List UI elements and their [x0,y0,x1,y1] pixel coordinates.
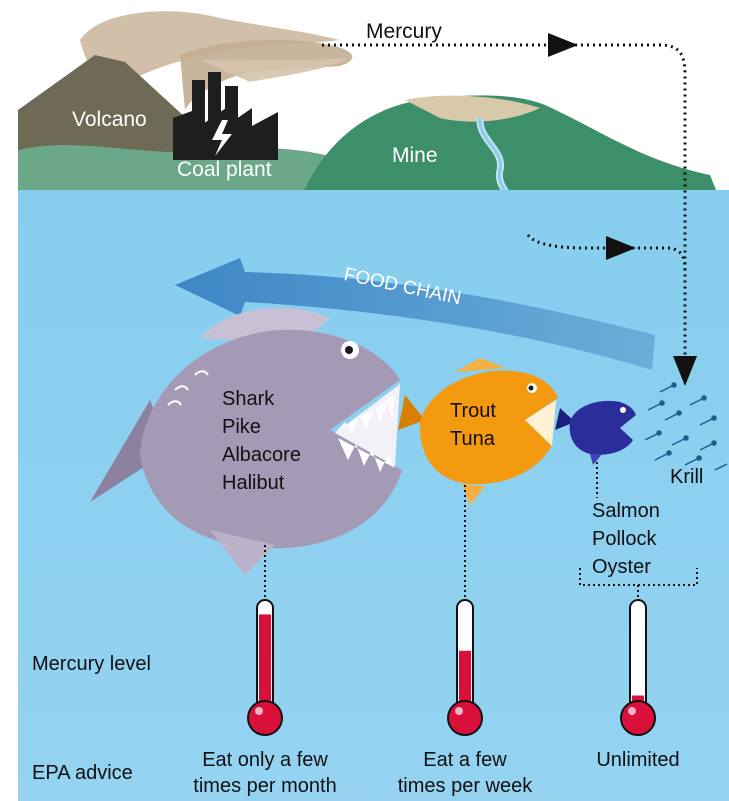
advice-large-line2: times per month [193,775,336,797]
volcano-label: Volcano [72,108,147,131]
epa-advice-row-label: EPA advice [32,762,133,784]
mine-label: Mine [392,144,438,167]
small-fish-name: Oyster [592,556,651,578]
medium-fish-name: Trout [450,400,496,422]
mercury-label: Mercury [366,20,442,43]
advice-small: Unlimited [596,749,679,771]
advice-large-line1: Eat only a few [202,749,328,771]
advice-medium-line1: Eat a few [423,749,507,771]
mercury-level-row-label: Mercury level [32,653,151,675]
large-fish-name: Halibut [222,472,285,494]
large-fish-name: Shark [222,388,275,410]
large-fish-name: Albacore [222,444,301,466]
advice-medium-line2: times per week [398,775,533,797]
krill-label: Krill [670,466,703,488]
medium-fish-name: Tuna [450,428,496,450]
small-fish-name: Pollock [592,528,657,550]
small-fish-name: Salmon [592,500,660,522]
large-fish-name: Pike [222,416,261,438]
mercury-fill-large [259,614,271,714]
coal-plant-label: Coal plant [177,158,272,181]
